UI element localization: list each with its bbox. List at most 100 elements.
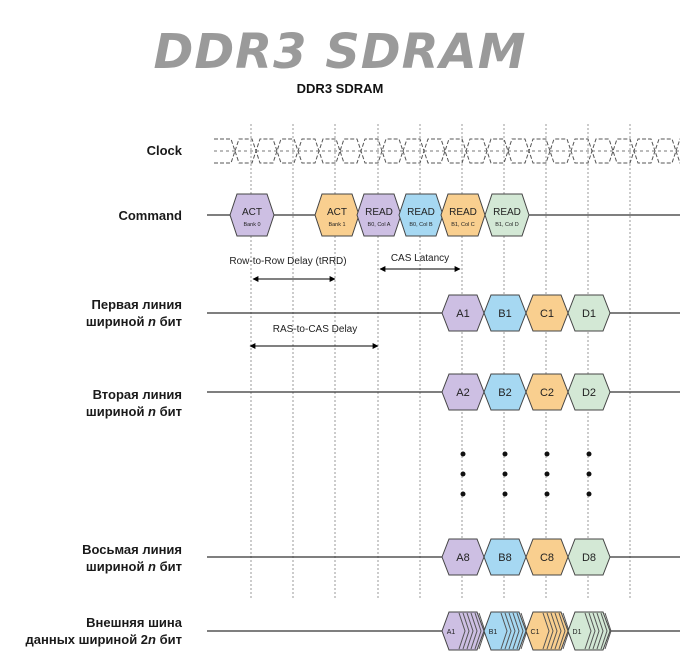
- bus-stripe-0-0: [458, 612, 466, 650]
- ellipsis-dot-3-2: [586, 491, 592, 497]
- line8-box-3: [567, 538, 611, 576]
- line2-label-var: n: [148, 404, 156, 419]
- line8-cell-2: C8: [525, 538, 569, 576]
- line8-cell-0: A8: [441, 538, 485, 576]
- command-0: ACT Bank 0: [229, 193, 275, 237]
- command-label: Command: [118, 208, 182, 223]
- command-sub-2: B0, Col A: [368, 222, 391, 228]
- line1-label-2: C1: [540, 308, 554, 320]
- bus-stripe-1-1: [504, 612, 512, 650]
- clock-gridlines: [250, 124, 631, 598]
- line8-label-line1: Восьмая линия: [82, 542, 182, 557]
- ellipsis-dot-2-0: [544, 451, 550, 457]
- line8-label-3: D8: [582, 552, 596, 564]
- command-sub-4: B1, Col C: [451, 222, 475, 228]
- bus-stripe-1-0: [500, 612, 508, 650]
- line8-label: Восьмая линия шириной n бит: [82, 541, 182, 575]
- bus-label: Внешняя шина данных шириной 2n бит: [26, 614, 182, 648]
- ellipsis-dot-0-2: [460, 491, 466, 497]
- line1-cell-0: A1: [441, 294, 485, 332]
- bus-label-var: n: [148, 632, 156, 647]
- line8-label-var: n: [148, 559, 156, 574]
- line2-box-3: [567, 373, 611, 411]
- bus-stripe-1-4: [516, 612, 524, 650]
- bus-stripe-3-0: [584, 612, 592, 650]
- line2-cell-3: D2: [567, 373, 611, 411]
- bus-stripe-3-1: [588, 612, 596, 650]
- bus-label-line2b: бит: [156, 632, 182, 647]
- bus-cell-0: A1: [441, 611, 486, 651]
- command-box-0: [229, 193, 275, 237]
- timing-annotations: Row-to-Row Delay (tRRD) CAS Latancy RAS-…: [229, 253, 461, 349]
- ellipsis-dot-0-1: [460, 471, 466, 477]
- line8-label-0: A8: [456, 552, 469, 564]
- line8-label-1: B8: [498, 552, 511, 564]
- ellipsis-dot-1-0: [502, 451, 508, 457]
- line1-cell-3: D1: [567, 294, 611, 332]
- line1-label-line2a: шириной: [85, 314, 149, 329]
- line8-cell-1: B8: [483, 538, 527, 576]
- command-box-5: [484, 193, 530, 237]
- ellipsis-dot-0-0: [460, 451, 466, 457]
- line1-label: Первая линия шириной n бит: [86, 296, 182, 330]
- line8-label-line2b: бит: [156, 559, 182, 574]
- bus-label-1: B1: [489, 629, 498, 636]
- ellipsis-dot-3-0: [586, 451, 592, 457]
- clock-waveform: [214, 138, 680, 164]
- command-label-3: READ: [407, 207, 435, 218]
- bus-stripe-2-2: [550, 612, 558, 650]
- line1-label-var: n: [148, 314, 156, 329]
- ellipsis-dot-1-1: [502, 471, 508, 477]
- ellipsis-dot-2-2: [544, 491, 550, 497]
- ellipsis-dot-1-2: [502, 491, 508, 497]
- ellipsis-dot-2-1: [544, 471, 550, 477]
- command-label-4: READ: [449, 207, 477, 218]
- bus-label-3: D1: [573, 629, 582, 636]
- line1-label-0: A1: [456, 308, 469, 320]
- line2-label-0: A2: [456, 387, 469, 399]
- bus-stripe-1-2: [508, 612, 516, 650]
- line8-label-line2a: шириной: [85, 559, 149, 574]
- bus-stripe-2-0: [542, 612, 550, 650]
- bus-label-line1: Внешняя шина: [86, 615, 182, 630]
- line1-label-line2b: бит: [156, 314, 182, 329]
- line2-label-line2b: бит: [156, 404, 182, 419]
- diagram-title: DDR3 SDRAM: [296, 81, 384, 96]
- clock-signal-inverted: [214, 138, 680, 164]
- line1-label-line1: Первая линия: [91, 297, 182, 312]
- command-label-1: ACT: [327, 207, 347, 218]
- clock-label: Clock: [146, 143, 182, 158]
- command-label-5: READ: [493, 207, 521, 218]
- line2-label: Вторая линия шириной n бит: [86, 386, 182, 420]
- ellipsis-dot-3-1: [586, 471, 592, 477]
- bus-stripe-0-4: [474, 612, 482, 650]
- bus-cell-1: B1: [483, 611, 528, 651]
- command-sub-1: Bank 1: [328, 222, 345, 228]
- ellipsis-dots: [460, 451, 592, 497]
- line1-label-3: D1: [582, 308, 596, 320]
- command-4: READ B1, Col C: [440, 193, 486, 237]
- bus-stripe-2-3: [554, 612, 562, 650]
- line1-box-3: [567, 294, 611, 332]
- line2-label-line1: Вторая линия: [92, 387, 182, 402]
- trrd-label: Row-to-Row Delay (tRRD): [229, 256, 346, 267]
- watermark-title: DDR3 SDRAM: [153, 24, 527, 80]
- signal-lines: [207, 214, 680, 632]
- command-sub-0: Bank 0: [243, 222, 260, 228]
- line1-label-1: B1: [498, 308, 511, 320]
- bus-label-0: A1: [447, 629, 456, 636]
- bus-stripe-2-1: [546, 612, 554, 650]
- line1-cell-1: B1: [483, 294, 527, 332]
- line2-cell-2: C2: [525, 373, 569, 411]
- bus-stripe-3-4: [600, 612, 608, 650]
- command-label-0: ACT: [242, 207, 262, 218]
- line8-label-2: C8: [540, 552, 554, 564]
- bus-stripe-3-2: [592, 612, 600, 650]
- bus-label-line2a: данных шириной 2: [25, 632, 149, 647]
- line2-cell-1: B2: [483, 373, 527, 411]
